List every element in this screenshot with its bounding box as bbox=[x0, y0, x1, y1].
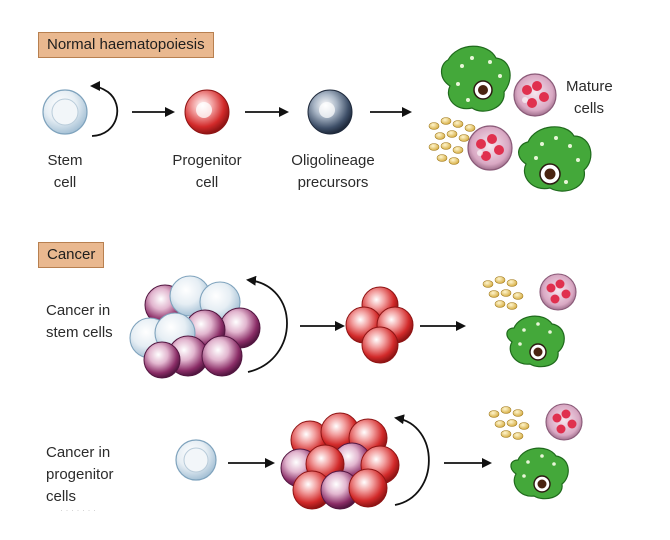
progenitor-cell bbox=[184, 89, 230, 135]
oligolineage-label-line2: precursors bbox=[297, 174, 369, 191]
stem-cell bbox=[175, 439, 217, 481]
cancer-progenitor-label-line3: cells bbox=[46, 488, 77, 505]
progenitor-cell-label-line2: cell bbox=[195, 174, 219, 191]
cancer-progenitor-label-line2: progenitor bbox=[46, 466, 114, 483]
normal-haematopoiesis-header: Normal haematopoiesis bbox=[38, 32, 214, 58]
mature-cells-label: Mature cells bbox=[566, 76, 613, 120]
mature-cells-small bbox=[488, 403, 583, 500]
mature-cells bbox=[428, 45, 592, 192]
stem-cell-label-line1: Stem bbox=[47, 152, 83, 169]
mature-cells-label-line2: cells bbox=[574, 100, 605, 117]
self-renewal-arrow-icon bbox=[90, 81, 119, 137]
oligolineage-label-line1: Oligolineage bbox=[291, 152, 375, 169]
mature-cells-small bbox=[482, 273, 577, 368]
mature-cells-label-line1: Mature bbox=[566, 78, 613, 95]
cancer-progenitor-label-line1: Cancer in bbox=[46, 444, 111, 461]
cancer-header: Cancer bbox=[38, 242, 105, 268]
self-renewal-arrow-icon bbox=[394, 414, 430, 506]
progenitor-cluster bbox=[345, 286, 414, 364]
stem-cell bbox=[42, 89, 88, 135]
self-renewal-arrow-icon bbox=[246, 275, 288, 373]
progenitor-cell-label: Progenitor cell bbox=[162, 150, 252, 194]
progenitor-cancer-cluster bbox=[280, 412, 400, 510]
stem-cell-label-line2: cell bbox=[53, 174, 77, 191]
cancer-stem-label-line2: stem cells bbox=[46, 324, 113, 341]
oligolineage-cell bbox=[307, 89, 353, 135]
cancer-stem-label: Cancer in stem cells bbox=[46, 300, 113, 344]
watermark: · · · · · · · bbox=[60, 505, 96, 515]
cancer-stem-label-line1: Cancer in bbox=[46, 302, 111, 319]
stem-cancer-cluster bbox=[129, 275, 261, 379]
oligolineage-label: Oligolineage precursors bbox=[278, 150, 388, 194]
cancer-progenitor-label: Cancer in progenitor cells bbox=[46, 442, 114, 508]
progenitor-cell-label-line1: Progenitor bbox=[172, 152, 242, 169]
stem-cell-label: Stem cell bbox=[30, 150, 100, 194]
